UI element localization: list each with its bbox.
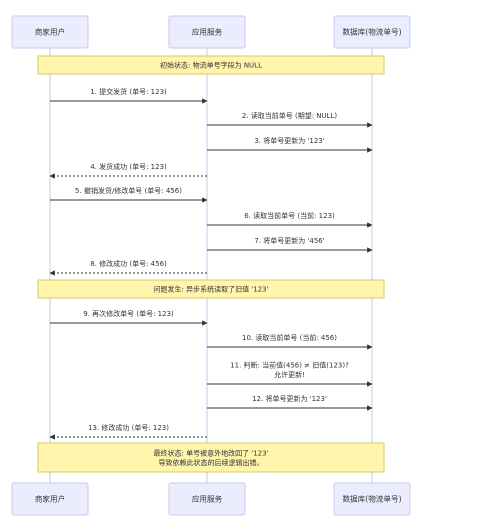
- participant-merchant-bottom: 商家用户: [11, 482, 89, 516]
- message-9: 9. 再次修改单号 (单号: 123): [50, 309, 208, 326]
- message-label: 5. 撤销发货/修改单号 (单号: 456): [75, 186, 182, 195]
- participant-app-top: 应用服务: [168, 15, 246, 49]
- message-4: 4. 发货成功 (单号: 123): [49, 162, 207, 179]
- note-3: 最终状态: 单号被意外地改回了 '123'导致依赖此状态的后续逻辑出错。: [37, 442, 385, 473]
- participant-box: [333, 15, 411, 49]
- message-label: 6. 读取当前单号 (当前: 123): [244, 211, 335, 220]
- message-13: 13. 修改成功 (单号: 123): [49, 423, 207, 440]
- participant-merchant-top: 商家用户: [11, 15, 89, 49]
- message-5: 5. 撤销发货/修改单号 (单号: 456): [50, 186, 208, 203]
- message-3: 3. 将单号更新为 '123': [207, 136, 373, 153]
- participant-box: [11, 482, 89, 516]
- participant-box: [168, 482, 246, 516]
- note-text: 导致依赖此状态的后续逻辑出错。: [159, 458, 264, 467]
- participant-db-bottom: 数据库(物流单号): [333, 482, 411, 516]
- message-label: 10. 读取当前单号 (当前: 456): [242, 333, 337, 342]
- message-label: 9. 再次修改单号 (单号: 123): [83, 309, 174, 318]
- note-2: 问题发生: 异步系统读取了旧值 '123': [37, 279, 385, 299]
- message-10: 10. 读取当前单号 (当前: 456): [207, 333, 373, 350]
- message-label: 4. 发货成功 (单号: 123): [90, 162, 167, 171]
- participant-box: [11, 15, 89, 49]
- notes: 初始状态: 物流单号字段为 NULL 问题发生: 异步系统读取了旧值 '123' 最…: [37, 55, 385, 473]
- note-box: [37, 442, 385, 473]
- note-box: [37, 55, 385, 75]
- message-label: 允许更新!: [274, 370, 305, 379]
- note-text: 初始状态: 物流单号字段为 NULL: [160, 61, 262, 70]
- participant-label: 应用服务: [192, 494, 223, 504]
- message-1: 1. 提交发货 (单号: 123): [50, 87, 208, 104]
- message-label: 12. 将单号更新为 '123': [252, 394, 327, 403]
- participant-box: [333, 482, 411, 516]
- message-label: 7. 将单号更新为 '456': [254, 236, 324, 245]
- messages: 1. 提交发货 (单号: 123) 2. 读取当前单号 (期望: NULL) 3. …: [49, 87, 373, 440]
- message-label: 13. 修改成功 (单号: 123): [88, 423, 169, 432]
- note-1: 初始状态: 物流单号字段为 NULL: [37, 55, 385, 75]
- message-6: 6. 读取当前单号 (当前: 123): [207, 211, 373, 228]
- participant-box: [168, 15, 246, 49]
- participant-label: 应用服务: [192, 27, 223, 37]
- message-11: 11. 判断: 当前值(456) ≠ 旧值(123)?允许更新!: [207, 361, 373, 387]
- note-text: 最终状态: 单号被意外地改回了 '123': [153, 448, 268, 457]
- note-text: 问题发生: 异步系统读取了旧值 '123': [153, 285, 268, 294]
- note-box: [37, 279, 385, 299]
- participant-label: 商家用户: [35, 494, 65, 504]
- message-label: 3. 将单号更新为 '123': [254, 136, 324, 145]
- message-label: 8. 修改成功 (单号: 456): [90, 259, 167, 268]
- participant-label: 商家用户: [35, 27, 65, 37]
- participant-db-top: 数据库(物流单号): [333, 15, 411, 49]
- message-7: 7. 将单号更新为 '456': [207, 236, 373, 253]
- participant-label: 数据库(物流单号): [342, 494, 401, 504]
- participant-label: 数据库(物流单号): [342, 27, 401, 37]
- message-12: 12. 将单号更新为 '123': [207, 394, 373, 411]
- message-8: 8. 修改成功 (单号: 456): [49, 259, 207, 276]
- message-2: 2. 读取当前单号 (期望: NULL): [207, 111, 373, 128]
- message-label: 1. 提交发货 (单号: 123): [90, 87, 167, 96]
- participant-app-bottom: 应用服务: [168, 482, 246, 516]
- message-label: 2. 读取当前单号 (期望: NULL): [242, 111, 338, 120]
- message-label: 11. 判断: 当前值(456) ≠ 旧值(123)?: [230, 361, 349, 370]
